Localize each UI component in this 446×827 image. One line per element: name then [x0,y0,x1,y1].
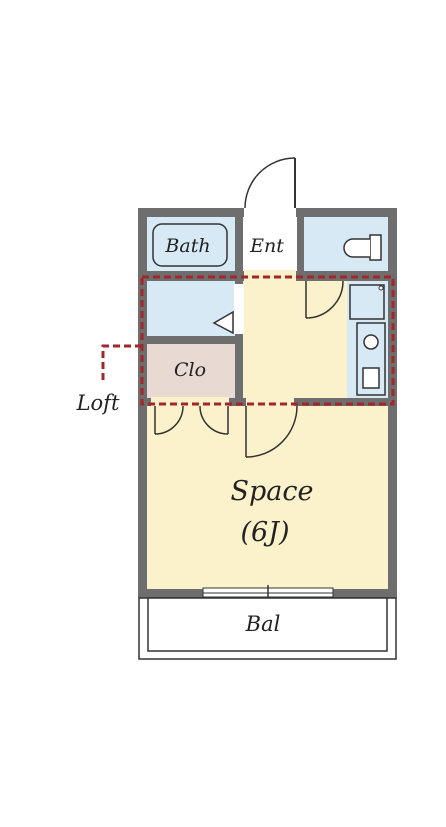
balcony-label: Bal [245,612,281,636]
appliance-knob [378,285,384,291]
entrance-label: Ent [249,235,284,257]
bathtub [152,223,228,267]
stove-burner [363,334,379,350]
entrance-door-opening [244,208,296,218]
entrance-floor [243,217,297,271]
closet-door-opening [151,397,229,407]
appliance-box [349,284,385,320]
bath-label: Bath [164,235,210,257]
closet-door-left-swing [154,405,184,435]
toilet-bowl [343,238,370,258]
washbasin [212,310,234,335]
closet-door-right-swing [199,405,229,435]
washroom-door-opening [234,284,244,334]
loft-label: Loft [76,391,120,415]
kitchen-door-swing [305,280,344,319]
closet-floor [147,344,235,398]
entrance-door-swing [244,157,296,209]
balcony-inner [147,597,388,652]
sink [362,367,380,389]
closet-label: Clo [174,359,206,381]
loft-outline [140,275,395,406]
space-door-opening [246,397,294,407]
loft-leader-line [101,344,142,382]
space-name-label: Space [231,476,314,507]
space-floor [147,406,388,589]
toilet-tank [369,234,382,261]
space-door-swing [245,405,298,458]
space-size-label: (6J) [240,517,289,548]
